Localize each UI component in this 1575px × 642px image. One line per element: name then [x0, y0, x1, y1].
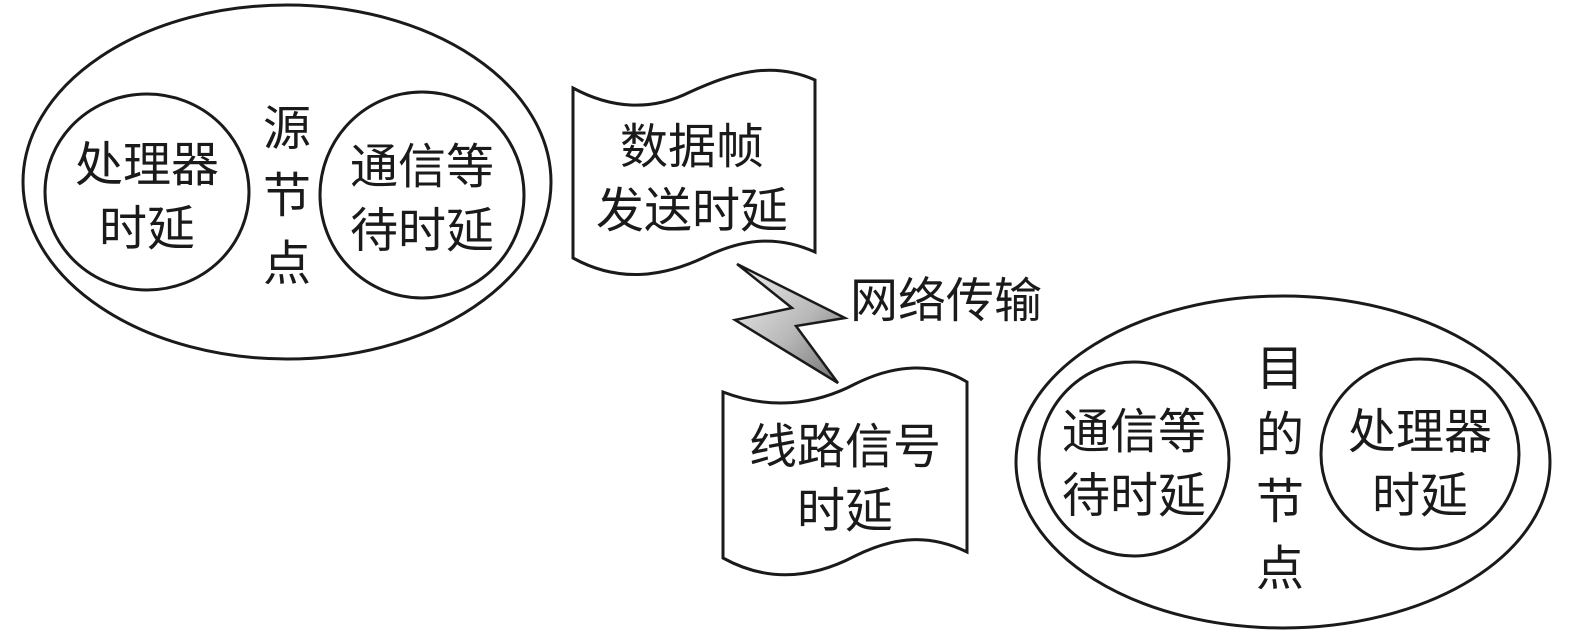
destination-node-label-char1: 目 [1256, 341, 1304, 397]
frame-send-delay-banner-shape [571, 68, 817, 276]
destination-processor-delay-circle [1319, 357, 1521, 551]
frame-send-delay-banner: 数据帧 发送时延 [571, 68, 817, 276]
source-processor-delay-circle [43, 92, 251, 292]
line-signal-delay-line2: 时延 [797, 483, 893, 539]
destination-processor-delay-line2: 时延 [1372, 468, 1468, 524]
frame-send-delay-line2: 发送时延 [596, 183, 788, 239]
destination-node-label-char4: 点 [1256, 541, 1304, 597]
frame-send-delay-line1: 数据帧 [620, 119, 764, 175]
source-node: 处理器 时延 通信等 待时延 源 节 点 [21, 3, 553, 361]
destination-comm-wait-delay-line2: 待时延 [1062, 468, 1206, 524]
destination-node: 通信等 待时延 处理器 时延 目 的 节 点 [1014, 294, 1552, 630]
lightning-bolt-shape [731, 262, 850, 385]
network-transmission-label: 网络传输 [850, 273, 1042, 329]
source-node-label-char2: 节 [263, 168, 311, 224]
lightning-bolt-icon [731, 262, 850, 385]
source-node-label-char3: 点 [263, 236, 311, 292]
line-signal-delay-banner-shape [721, 366, 969, 577]
destination-node-label-char3: 节 [1256, 474, 1304, 530]
source-comm-wait-delay-circle [318, 90, 526, 300]
destination-comm-wait-delay-circle [1037, 360, 1231, 558]
line-signal-delay-line1: 线路信号 [749, 419, 941, 475]
source-processor-delay-line1: 处理器 [75, 137, 219, 193]
destination-processor-delay-line1: 处理器 [1348, 404, 1492, 460]
destination-comm-wait-delay-line1: 通信等 [1062, 404, 1206, 460]
destination-node-label-char2: 的 [1256, 407, 1304, 463]
source-node-label-char1: 源 [263, 101, 311, 157]
line-signal-delay-banner: 线路信号 时延 [721, 366, 969, 577]
source-processor-delay-line2: 时延 [99, 201, 195, 257]
source-comm-wait-delay-line2: 待时延 [350, 203, 494, 259]
source-comm-wait-delay-line1: 通信等 [350, 139, 494, 195]
